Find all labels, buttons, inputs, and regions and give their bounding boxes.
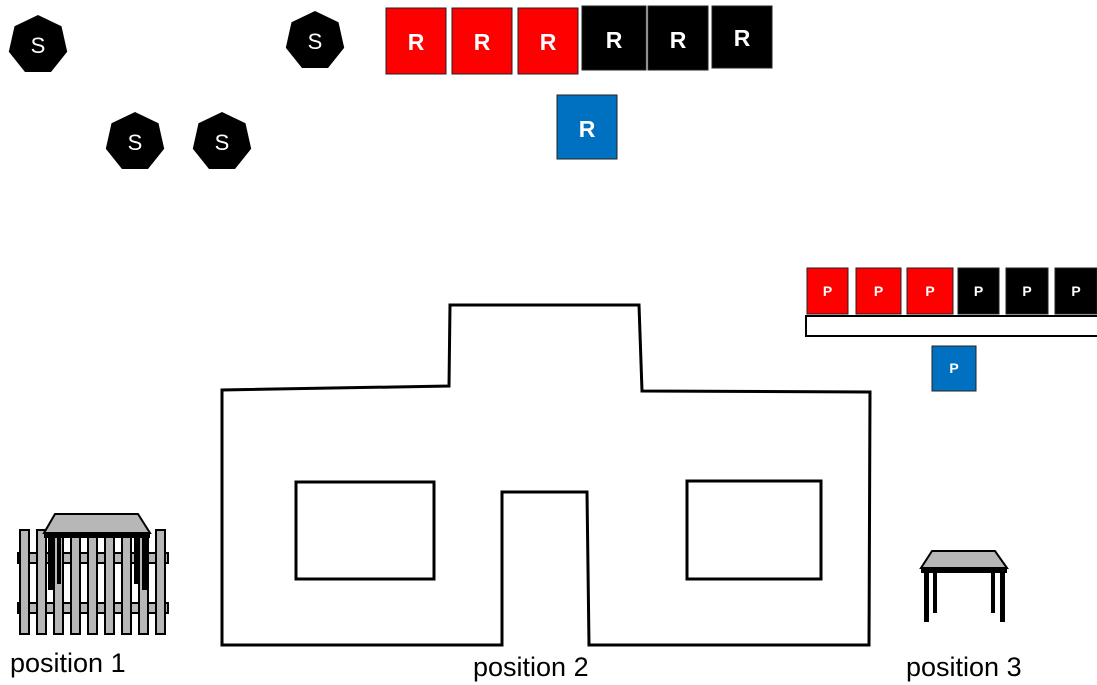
r-box-single: R — [556, 94, 618, 160]
r-box-row: R R R R R R — [385, 5, 773, 75]
r-box-label: R — [540, 29, 557, 55]
p-box: P — [855, 267, 902, 315]
r-box-label: R — [734, 25, 751, 51]
r-box-single-label: R — [579, 116, 596, 142]
p-box-label: P — [925, 283, 934, 299]
r-box-label: R — [606, 27, 623, 53]
s-token-label: S — [31, 33, 46, 58]
s-token: S — [8, 15, 68, 72]
position-1-label: position 1 — [10, 648, 126, 678]
p-box: P — [806, 267, 849, 315]
p-box-row: P P P P P P — [806, 267, 1097, 315]
s-token: S — [285, 11, 345, 68]
p-box-single: P — [931, 345, 977, 392]
position-3-label: position 3 — [906, 652, 1022, 682]
r-box-label: R — [408, 29, 425, 55]
building-window-right — [685, 479, 823, 581]
p-box-label: P — [1071, 283, 1080, 299]
building-window-left — [294, 480, 436, 581]
s-token-label: S — [308, 29, 323, 54]
r-box-label: R — [474, 29, 491, 55]
r-box: R — [711, 5, 773, 69]
position-2-label: position 2 — [473, 652, 589, 682]
p-box-label: P — [823, 283, 832, 299]
r-box: R — [517, 7, 579, 75]
p-box-label: P — [974, 283, 983, 299]
p-box: P — [1005, 267, 1049, 315]
r-box: R — [385, 7, 447, 75]
table — [42, 513, 152, 590]
p-box: P — [1054, 267, 1097, 315]
table-with-fence-icon — [17, 513, 169, 635]
s-token: S — [192, 112, 252, 169]
building-outline-icon — [220, 303, 872, 647]
p-box: P — [957, 267, 1000, 315]
building-wall — [220, 303, 872, 647]
table-icon — [919, 550, 1009, 622]
r-box: R — [451, 7, 513, 75]
s-token-label: S — [128, 130, 143, 155]
r-box: R — [581, 5, 647, 71]
p-box-label: P — [874, 283, 883, 299]
r-box-label: R — [670, 27, 687, 53]
s-token-label: S — [215, 130, 230, 155]
s-token: S — [105, 112, 165, 169]
r-box: R — [647, 5, 709, 71]
p-box-single-label: P — [949, 360, 958, 376]
shelf — [805, 315, 1097, 337]
p-box: P — [906, 267, 954, 315]
p-box-label: P — [1022, 283, 1031, 299]
